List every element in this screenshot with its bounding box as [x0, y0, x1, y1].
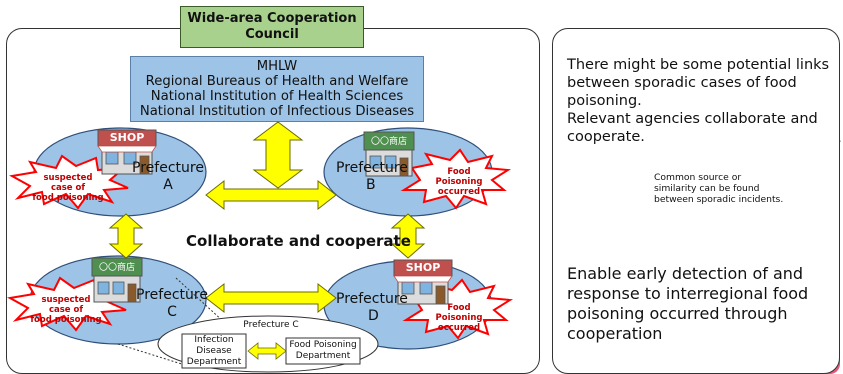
prefecture-a-name: Prefecture [132, 160, 204, 176]
collaborate-label: Collaborate and cooperate [186, 232, 411, 250]
burst-d-line1: Food Poisoning [435, 303, 483, 323]
mhlw-box: MHLW Regional Bureaus of Health and Welf… [130, 56, 424, 122]
infection-line3: Department [186, 357, 242, 367]
shop-icon-b [363, 131, 415, 177]
infection-line2: Disease [196, 346, 232, 356]
food-dept-box [285, 337, 361, 365]
food-dept-label: Food Poisoning Department [286, 340, 360, 362]
result-line2: response to interregional food [567, 284, 809, 303]
prefecture-c-label: Prefecture C [132, 287, 212, 321]
intro-line5: cooperate. [567, 129, 645, 145]
prefecture-b-name: Prefecture [336, 160, 408, 176]
shop-icon-d [393, 259, 453, 305]
food-line1: Food Poisoning [289, 340, 357, 350]
infection-line1: Infection [194, 335, 234, 345]
burst-b-line2: occurred [437, 187, 481, 197]
burst-d-line2: occurred [437, 323, 481, 333]
intro-line3: poisoning. [567, 93, 642, 109]
shop-icon-c [91, 257, 143, 303]
note-text: Common source or similarity can be found… [654, 172, 794, 205]
burst-a-text: suspected case of food poisoning [32, 173, 104, 203]
detail-title: Prefecture C [243, 320, 299, 330]
prefecture-d-letter: D [368, 308, 379, 324]
dept-arrow [247, 342, 287, 360]
shop-sign-b: 〇〇商店 [370, 137, 407, 147]
mhlw-line3: National Institution of Health Sciences [150, 89, 404, 104]
result-line4: cooperation [567, 324, 663, 343]
prefecture-c-name: Prefecture [136, 287, 208, 303]
right-panel [552, 28, 840, 374]
council-line1: Wide-area Cooperation [187, 11, 357, 26]
shop-icon-a [97, 129, 157, 175]
intro-text: There might be some potential links betw… [567, 56, 835, 146]
burst-c-text: suspected case of food poisoning [30, 295, 102, 325]
infection-dept-box [181, 333, 247, 369]
food-line2: Department [295, 351, 351, 361]
prefecture-b-letter: B [366, 177, 376, 193]
arrow-b-d [390, 213, 426, 259]
burst-c-line2: food poisoning [30, 315, 102, 325]
dotted-line-lower [117, 343, 189, 367]
prefecture-a-label: Prefecture A [128, 160, 208, 194]
arrow-a-b [205, 179, 337, 211]
arrow-mhlw-vertical [252, 121, 304, 189]
result-line3: poisoning occurred through [567, 304, 788, 323]
note-line3: between sporadic incidents. [654, 194, 784, 205]
shop-sign-c: 〇〇商店 [98, 263, 135, 273]
prefecture-d-label: Prefecture D [336, 291, 416, 325]
result-text: Enable early detection of and response t… [567, 264, 817, 344]
burst-d-text: Food Poisoning occurred [424, 303, 494, 333]
prefecture-b-label: Prefecture B [336, 160, 416, 194]
arrow-a-c [108, 213, 144, 259]
mhlw-line2: Regional Bureaus of Health and Welfare [145, 74, 409, 89]
shop-sign-d: SHOP [405, 261, 441, 274]
mhlw-line4: National Institution of Infectious Disea… [139, 104, 415, 119]
shop-sign-a: SHOP [109, 131, 145, 144]
mhlw-line1: MHLW [256, 59, 298, 74]
intro-line1: There might be some potential links [567, 57, 830, 73]
result-line1: Enable early detection of and [567, 264, 804, 283]
arrow-c-d [205, 282, 337, 314]
prefecture-a-letter: A [163, 177, 173, 193]
note-line2: similarity can be found [654, 183, 760, 194]
prefecture-d-name: Prefecture [336, 291, 408, 307]
burst-c-line1: suspected case of [41, 295, 91, 315]
council-line2: Council [245, 27, 299, 42]
burst-a [9, 154, 129, 210]
burst-c [7, 276, 127, 332]
burst-b-text: Food Poisoning occurred [424, 167, 494, 197]
intro-line2: between sporadic cases of food [567, 75, 797, 91]
burst-a-line2: food poisoning [32, 193, 104, 203]
note-line1: Common source or [654, 172, 742, 183]
burst-b-line1: Food Poisoning [435, 167, 483, 187]
prefecture-c-letter: C [167, 304, 177, 320]
burst-a-line1: suspected case of [43, 173, 93, 193]
burst-b [400, 148, 512, 210]
infection-dept-label: Infection Disease Department [182, 335, 246, 368]
intro-line4: Relevant agencies collaborate and [567, 111, 818, 127]
